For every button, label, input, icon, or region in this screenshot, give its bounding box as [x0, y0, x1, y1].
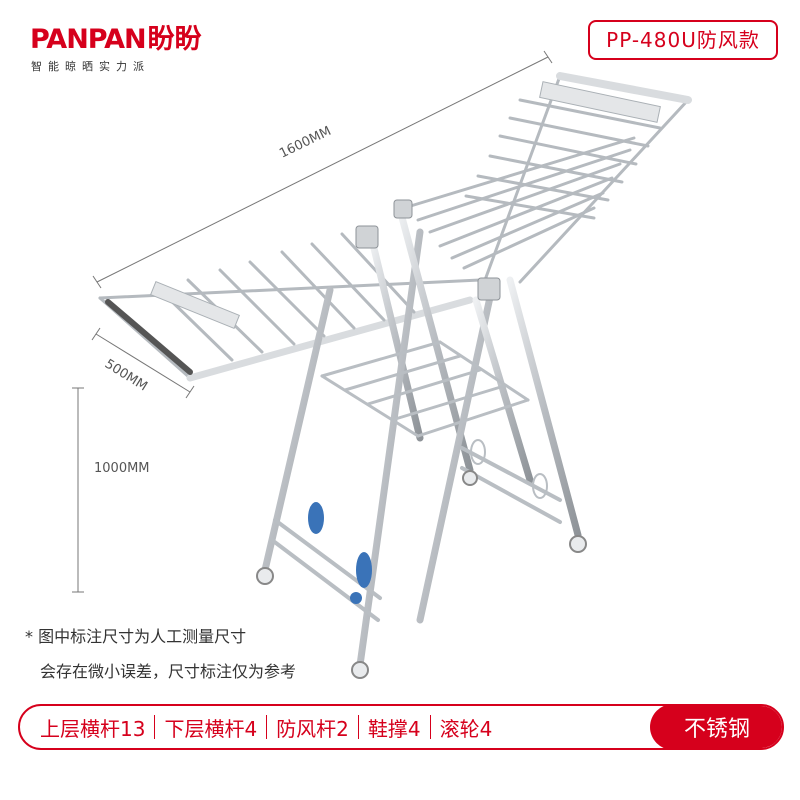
divider: [154, 715, 156, 739]
rack-legs: [261, 206, 582, 669]
feature-wheels: 滚轮4: [439, 716, 493, 741]
dimension-length: 1600MM: [277, 124, 333, 162]
measurement-note-2: 会存在微小误差，尺寸标注仅为参考: [40, 662, 297, 681]
measurement-note: * 图中标注尺寸为人工测量尺寸: [25, 627, 247, 646]
shoe-holder-icon: [470, 439, 548, 499]
feature-wind-bars: 防风杆2: [276, 716, 349, 741]
shoe-rack: [270, 446, 562, 622]
lower-shelf: [320, 340, 530, 438]
divider: [357, 715, 359, 739]
material-badge: 不锈钢: [650, 706, 782, 748]
shoe-holder-icon: [308, 502, 372, 604]
model-badge: PP-480U防风款: [588, 20, 778, 60]
feature-lower-rails: 下层横杆4: [164, 716, 258, 741]
brand-name-en: PANPAN: [30, 24, 147, 55]
dimension-lines: [72, 50, 553, 593]
feature-bar: 上层横杆13 下层横杆4 防风杆2 鞋撑4 滚轮4 不锈钢: [18, 704, 784, 750]
brand-tagline: 智能晾晒实力派: [31, 60, 150, 73]
left-clip-bar: [150, 281, 240, 329]
hinge-joints: [355, 199, 501, 301]
divider: [429, 715, 431, 739]
feature-upper-rails: 上层横杆13: [40, 716, 146, 741]
right-clip-bar: [539, 81, 661, 123]
divider: [266, 715, 268, 739]
right-wing: [402, 72, 692, 284]
brand-logo: PANPAN盼盼: [30, 26, 202, 53]
dimension-height: 1000MM: [94, 461, 150, 476]
brand-name-cn: 盼盼: [147, 24, 202, 55]
drying-rack: [98, 72, 692, 679]
wheel-icon: [256, 470, 587, 679]
feature-shoe-supports: 鞋撑4: [367, 716, 421, 741]
